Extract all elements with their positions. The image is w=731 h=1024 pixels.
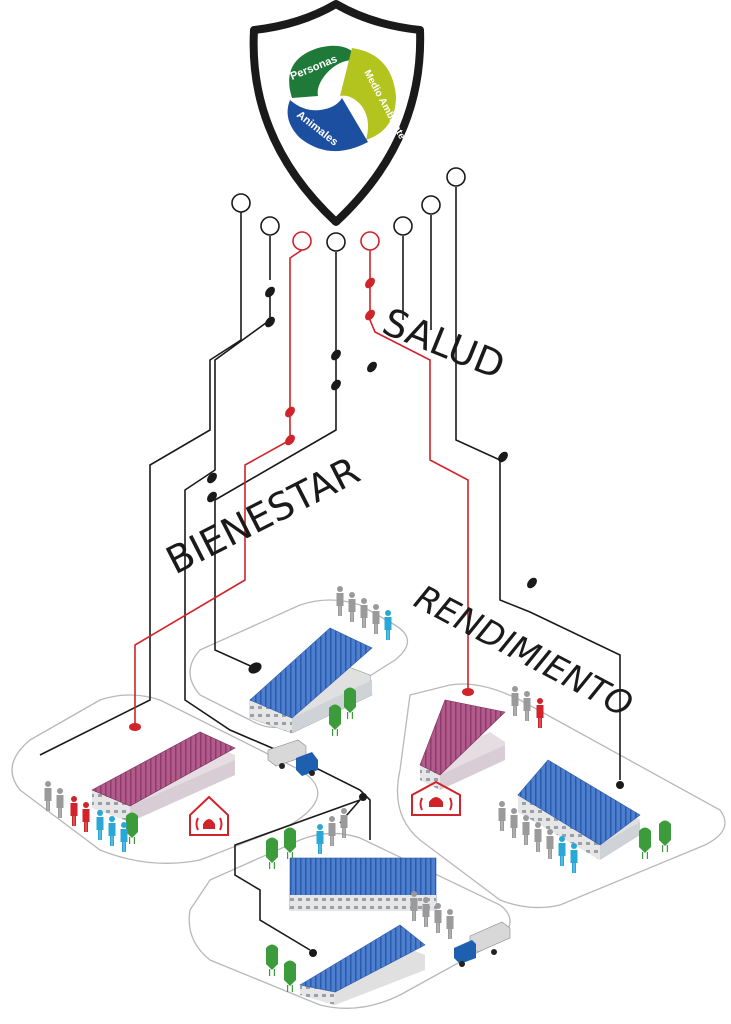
barns xyxy=(91,627,641,1005)
silo-icon xyxy=(344,687,356,719)
alarm-icon xyxy=(411,780,461,816)
label-salud: SALUD xyxy=(377,300,511,388)
trucks xyxy=(267,739,511,967)
line-nodes xyxy=(129,167,624,957)
shield-logo: Personas Medio Ambiente Animales xyxy=(249,0,425,226)
barn-icon xyxy=(91,731,236,822)
barn-icon xyxy=(517,759,641,860)
truck-icon xyxy=(454,921,511,967)
label-bienestar: BIENESTAR xyxy=(159,448,367,583)
alarm-icon xyxy=(189,795,229,836)
barn-icon xyxy=(419,699,506,790)
alarm-icons xyxy=(189,780,461,836)
truck-icon xyxy=(267,739,318,776)
barn-icon xyxy=(299,924,426,1005)
silo-icon xyxy=(329,704,341,736)
